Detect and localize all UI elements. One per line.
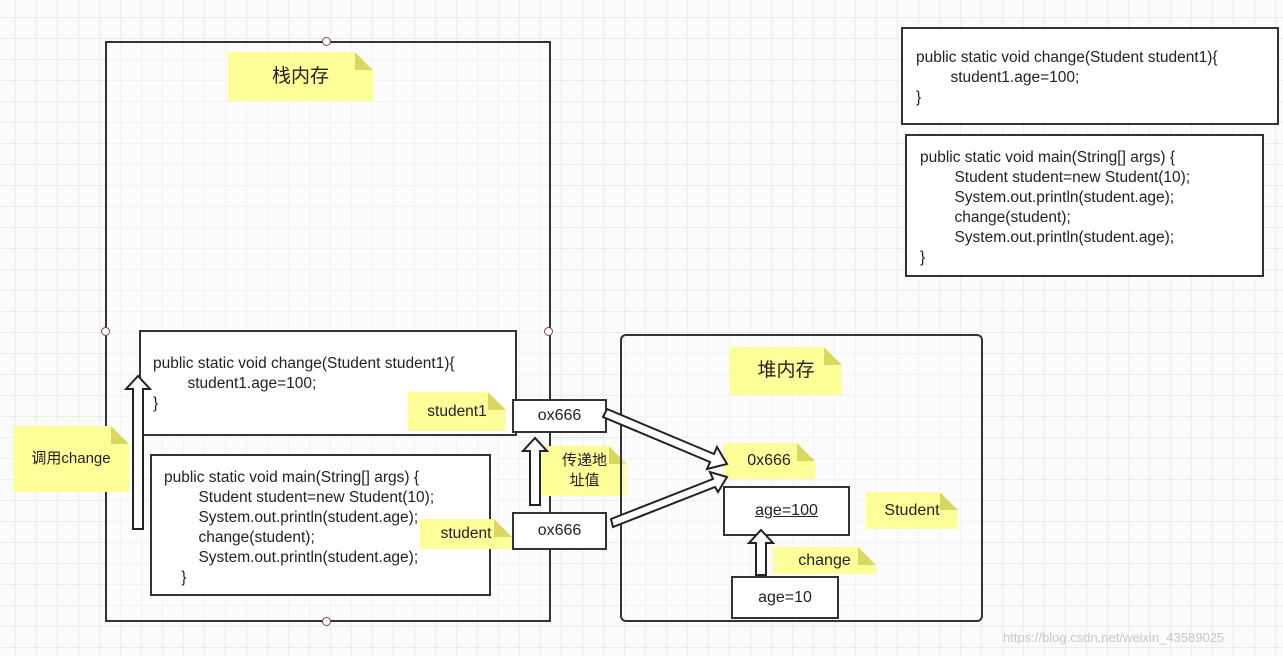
change-note-text: change (798, 551, 851, 569)
student-note: student (420, 519, 512, 549)
student-note-text: student (440, 525, 492, 542)
ref-top-to-heap-arrow (601, 407, 729, 471)
call-change-note: 调用change (13, 426, 129, 492)
code-change-text: public static void change(Student studen… (916, 49, 1218, 106)
student1-note-text: student1 (427, 402, 487, 420)
student1-note: student1 (408, 392, 506, 431)
student-class-note-text: Student (884, 501, 940, 519)
heap-address-note: 0x666 (723, 443, 815, 479)
stack-frame-main-text: public static void main(String[] args) {… (164, 469, 435, 586)
stack-memory-label: 栈内存 (228, 52, 373, 101)
watermark: https://blog.csdn.net/weixin_43589025 (1003, 630, 1225, 645)
stack-frame-change-text: public static void change(Student studen… (153, 355, 455, 412)
heap-change-arrow (746, 528, 776, 576)
age-10-box[interactable]: age=10 (731, 576, 839, 619)
ref-box-student-text: ox666 (537, 522, 582, 539)
code-main-text: public static void main(String[] args) {… (920, 149, 1191, 266)
ref-box-student1-text: ox666 (537, 407, 582, 424)
heap-memory-label-text: 堆内存 (757, 360, 815, 381)
change-note: change (773, 547, 876, 574)
ref-box-student1[interactable]: ox666 (512, 399, 607, 433)
heap-memory-label: 堆内存 (730, 347, 842, 395)
code-main-method: public static void main(String[] args) {… (905, 134, 1264, 277)
ref-box-student[interactable]: ox666 (512, 512, 607, 550)
pass-address-note-text: 传递地 址值 (561, 452, 607, 489)
stack-memory-label-text: 栈内存 (271, 65, 329, 87)
pass-address-note: 传递地 址值 (542, 446, 627, 496)
heap-address-note-text: 0x666 (747, 452, 791, 469)
age-100-box[interactable]: age=100 (723, 486, 850, 536)
pass-address-arrow (520, 436, 550, 506)
call-change-note-text: 调用change (31, 450, 111, 467)
resize-handle-bottom[interactable] (322, 617, 331, 626)
ref-bottom-to-heap-arrow (609, 470, 729, 529)
resize-handle-top[interactable] (322, 37, 331, 46)
code-change-method: public static void change(Student studen… (901, 27, 1279, 125)
resize-handle-right[interactable] (544, 327, 553, 336)
age-10-text: age=10 (758, 588, 812, 606)
age-100-text: age=100 (755, 502, 818, 519)
student-class-note: Student (866, 492, 958, 529)
call-change-arrow (123, 374, 153, 530)
resize-handle-left[interactable] (101, 327, 110, 336)
